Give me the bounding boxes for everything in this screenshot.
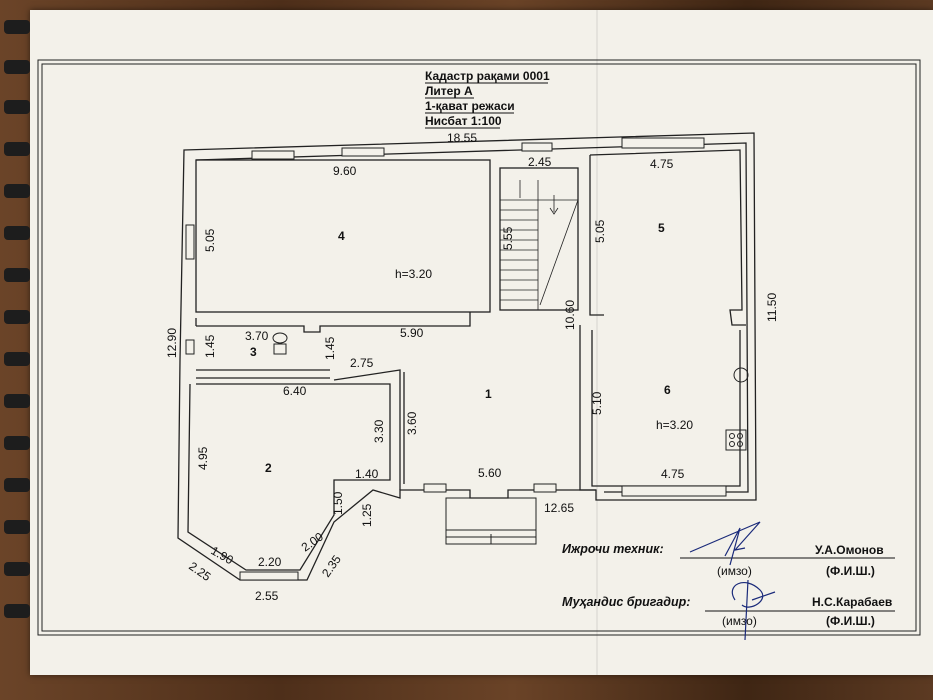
building-walls	[177, 132, 757, 581]
binding-ring	[4, 268, 30, 282]
binding-ring	[4, 394, 30, 408]
windows	[185, 137, 727, 581]
dim-left-total: 12.90	[165, 328, 179, 358]
outer-frame	[37, 59, 921, 636]
dim-room4-width: 9.60	[333, 164, 357, 178]
dim-room4-height: 5.05	[203, 228, 217, 252]
dim-room5-width: 4.75	[650, 157, 674, 171]
dim-room2-height: 4.95	[196, 446, 210, 470]
role-engineer: Муҳандис бригадир:	[562, 595, 690, 609]
dim-top-total: 18.55	[447, 131, 477, 145]
room-3-label: 3	[250, 345, 257, 359]
dim-room2-bay2: 1.25	[360, 503, 374, 527]
dim-door-depth: 2.75	[350, 356, 374, 370]
dim-room2-bay6: 2.25	[186, 559, 213, 584]
dim-room2-bay4: 2.20	[258, 555, 282, 569]
binding-ring	[4, 100, 30, 114]
binding-ring	[4, 226, 30, 240]
dim-right-total: 11.50	[765, 293, 779, 322]
inner-frame	[41, 63, 917, 632]
dim-room2-width: 6.40	[283, 384, 307, 398]
room-numbers: 1 2 3 4 5 6	[250, 221, 671, 475]
signature-label-1: (имзо)	[717, 564, 752, 578]
dim-room6-height: 5.10	[590, 391, 604, 415]
dim-room3-height: 1.45	[203, 334, 217, 358]
dim-room2-right: 3.30	[372, 419, 386, 443]
toilet-tank-icon	[273, 343, 287, 355]
fixtures	[272, 332, 749, 451]
room-2-label: 2	[265, 461, 272, 475]
binding-ring	[4, 562, 30, 576]
entrance-steps	[445, 497, 537, 545]
toilet-icon	[272, 332, 288, 344]
sink-icon	[733, 367, 749, 383]
binding-ring	[4, 60, 30, 74]
liter-label: Литер А	[425, 84, 473, 98]
stove-icon	[725, 429, 747, 451]
staircase	[500, 180, 579, 310]
dimension-labels: 18.55 2.45 9.60 4.75 h=3.20 3.70 5.90 2.…	[165, 131, 779, 603]
signature-block: Ижрочи техник: У.А.Омонов (имзо) (Ф.И.Ш.…	[562, 521, 895, 641]
dim-bottom-right: 12.65	[544, 501, 574, 515]
dim-room6-width: 4.75	[661, 467, 685, 481]
room4-ceiling-height: h=3.20	[395, 267, 432, 281]
floor-plan-title: 1-қават режаси	[425, 99, 515, 113]
title-block: Кадастр рақами 0001 Литер А 1-қават режа…	[425, 69, 550, 129]
dim-corridor-height: 10.60	[563, 300, 577, 330]
room-4-label: 4	[338, 229, 345, 243]
room6-ceiling-height: h=3.20	[656, 418, 693, 432]
dim-room2-bay1: 1.50	[331, 491, 345, 515]
binding-ring	[4, 310, 30, 324]
room-1-label: 1	[485, 387, 492, 401]
fio-label-2: (Ф.И.Ш.)	[826, 614, 875, 628]
binding-ring	[4, 352, 30, 366]
binding-ring	[4, 142, 30, 156]
dim-room2-bay7: 2.35	[319, 552, 344, 579]
paper-fold	[596, 10, 598, 675]
role-technician: Ижрочи техник:	[562, 542, 664, 556]
scale-label: Нисбат 1:100	[425, 114, 502, 128]
dim-stair-length: 5.55	[501, 226, 515, 250]
fio-label-1: (Ф.И.Ш.)	[826, 564, 875, 578]
dim-hall-width: 5.60	[478, 466, 502, 480]
binding-ring	[4, 436, 30, 450]
engineer-name: Н.С.Карабаев	[812, 595, 892, 609]
signature-technician-icon	[689, 521, 761, 566]
dim-corridor-width: 5.90	[400, 326, 424, 340]
dim-room5-height: 5.05	[593, 219, 607, 243]
dim-room2-small: 1.40	[355, 467, 379, 481]
technician-name: У.А.Омонов	[815, 543, 884, 557]
dim-room3-width: 3.70	[245, 329, 269, 343]
dim-room2-bottom: 2.55	[255, 589, 279, 603]
dim-room2-bay5: 1.90	[209, 543, 237, 567]
dim-door-width: 1.45	[323, 336, 337, 360]
room-5-label: 5	[658, 221, 665, 235]
signature-engineer-icon	[731, 579, 776, 641]
cadastre-number: Кадастр рақами 0001	[425, 69, 550, 83]
binding-ring	[4, 20, 30, 34]
binding-ring	[4, 478, 30, 492]
binding-ring	[4, 520, 30, 534]
room-6-label: 6	[664, 383, 671, 397]
dim-stair-width: 2.45	[528, 155, 552, 169]
binding-ring	[4, 604, 30, 618]
binding-ring	[4, 184, 30, 198]
signature-label-2: (имзо)	[722, 614, 757, 628]
dim-hall-height: 3.60	[405, 411, 419, 435]
